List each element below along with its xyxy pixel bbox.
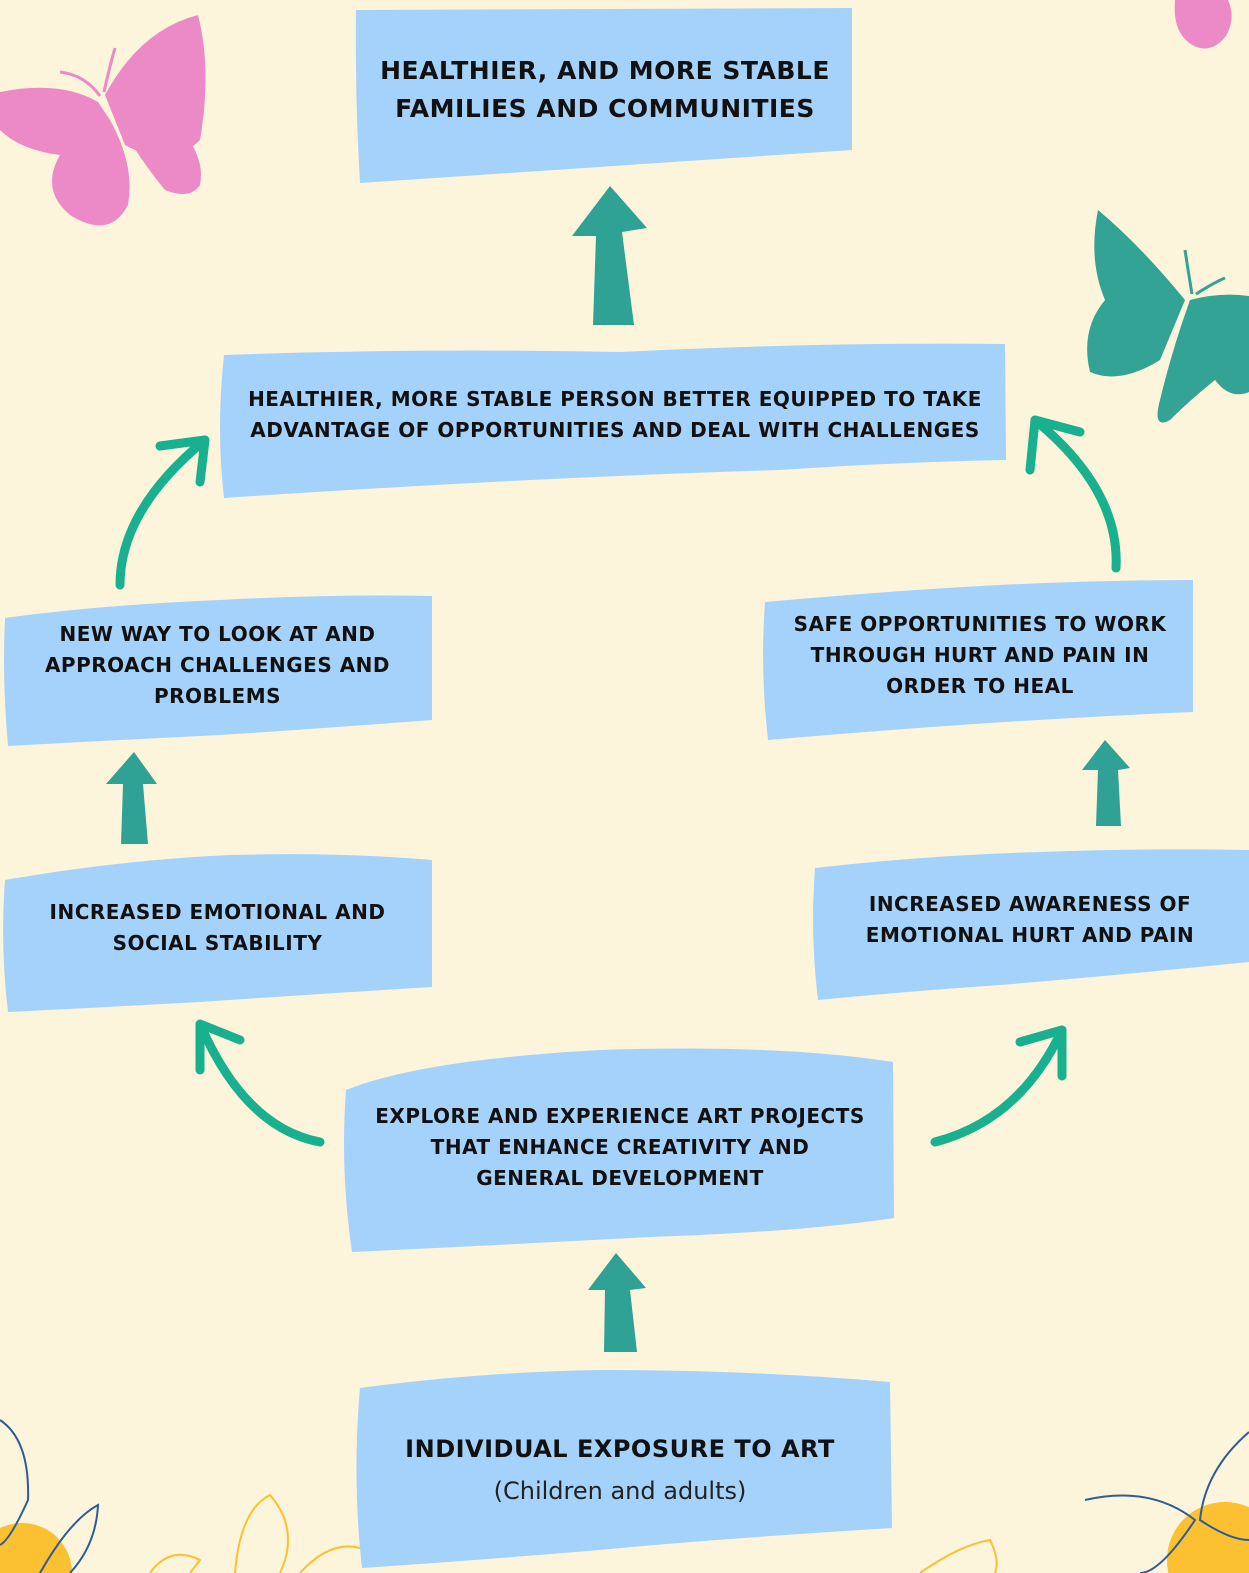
node-explore: Explore and experience art projects that…	[375, 1092, 865, 1202]
box-awareness	[813, 849, 1249, 1000]
curved-arrow-to-awareness	[930, 1025, 1067, 1147]
box-safe	[763, 580, 1193, 740]
node-exposure-text: Individual exposure to art	[405, 1435, 835, 1463]
box-emotional	[3, 854, 432, 1012]
arrow-up-to-top	[572, 186, 647, 325]
curved-arrow-to-person-left	[115, 435, 210, 590]
node-exposure-subtext: (Children and adults)	[493, 1477, 747, 1505]
node-exposure: Individual exposure to art (Children and…	[375, 1420, 865, 1520]
pink-butterfly-icon	[0, 15, 206, 226]
node-emotional-text: Increased emotional and social stability	[49, 899, 386, 955]
box-new-way	[4, 595, 432, 746]
node-person: Healthier, more stable person better equ…	[230, 375, 1000, 455]
node-new-way-text: New way to look at and approach challeng…	[44, 621, 391, 708]
node-new-way: New way to look at and approach challeng…	[25, 610, 410, 720]
box-explore	[344, 1048, 894, 1252]
pink-blob-decoration	[1174, 0, 1232, 49]
node-top: Healthier, and more stable families and …	[360, 40, 850, 140]
node-explore-text: Explore and experience art projects that…	[375, 1103, 865, 1190]
bottom-left-flower-decoration	[0, 1419, 361, 1573]
curved-arrow-to-emotional	[195, 1019, 325, 1147]
bottom-right-flower-decoration	[919, 1431, 1249, 1573]
box-top	[355, 8, 852, 183]
node-safe-text: Safe opportunities to work through hurt …	[793, 611, 1167, 698]
curved-arrow-to-person-right	[1025, 415, 1121, 573]
box-exposure	[356, 1370, 892, 1568]
teal-butterfly-icon	[1087, 210, 1249, 423]
box-person	[220, 343, 1006, 498]
node-awareness-text: Increased awareness of emotional hurt an…	[865, 892, 1195, 947]
node-emotional: Increased emotional and social stability	[25, 890, 410, 965]
node-top-text: Healthier, and more stable families and …	[380, 56, 830, 123]
arrow-up-to-explore	[588, 1253, 646, 1352]
node-safe: Safe opportunities to work through hurt …	[775, 600, 1185, 710]
node-awareness: Increased awareness of emotional hurt an…	[840, 880, 1220, 960]
arrow-up-to-safe	[1082, 740, 1130, 826]
node-person-text: Healthier, more stable person better equ…	[248, 387, 982, 442]
arrow-up-to-new-way	[106, 752, 157, 844]
